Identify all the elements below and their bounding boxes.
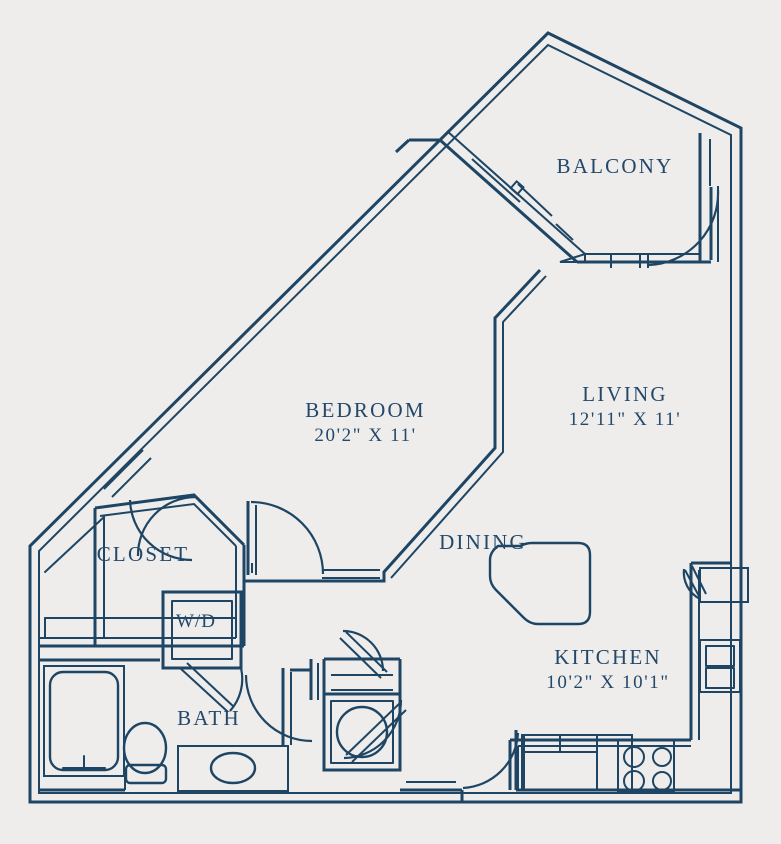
room-dims-living: 12'11" X 11' — [568, 409, 682, 430]
toilet — [122, 721, 168, 785]
closet-walls — [38, 493, 246, 648]
room-label-living: LIVING 12'11" X 11' — [540, 382, 710, 432]
room-name-kitchen: KITCHEN — [554, 645, 662, 669]
dining-table — [488, 541, 592, 626]
room-name-closet: CLOSET — [96, 542, 190, 566]
balcony-walls — [394, 130, 720, 268]
room-label-bath: BATH — [162, 706, 256, 731]
washer-dryer-closet — [161, 590, 244, 713]
exterior-walls — [28, 31, 743, 804]
room-name-balcony: BALCONY — [556, 154, 674, 178]
bedroom-door — [246, 500, 380, 579]
bath-walls — [38, 658, 313, 792]
room-name-bath: BATH — [177, 706, 241, 730]
room-name-bedroom: BEDROOM — [305, 398, 426, 422]
stove-range — [623, 746, 672, 792]
vanity-sink — [177, 745, 289, 792]
bathtub — [43, 665, 125, 777]
room-name-living: LIVING — [582, 382, 668, 406]
room-label-dining: DINING — [418, 530, 548, 555]
room-name-dining: DINING — [439, 530, 527, 554]
room-label-balcony: BALCONY — [540, 154, 690, 179]
kitchen-counter-lower — [508, 734, 691, 793]
room-label-closet: CLOSET — [83, 542, 203, 567]
shower — [290, 629, 407, 772]
room-label-kitchen: KITCHEN 10'2" X 10'1" — [527, 645, 689, 695]
kitchen-walls — [682, 561, 749, 740]
room-dims-kitchen: 10'2" X 10'1" — [546, 672, 670, 693]
bedroom-window — [103, 449, 152, 498]
room-dims-bedroom: 20'2" X 11' — [314, 425, 417, 446]
washer-dryer-label: W/D — [176, 611, 216, 632]
refrigerator — [699, 639, 741, 693]
room-label-bedroom: BEDROOM 20'2" X 11' — [268, 398, 463, 448]
